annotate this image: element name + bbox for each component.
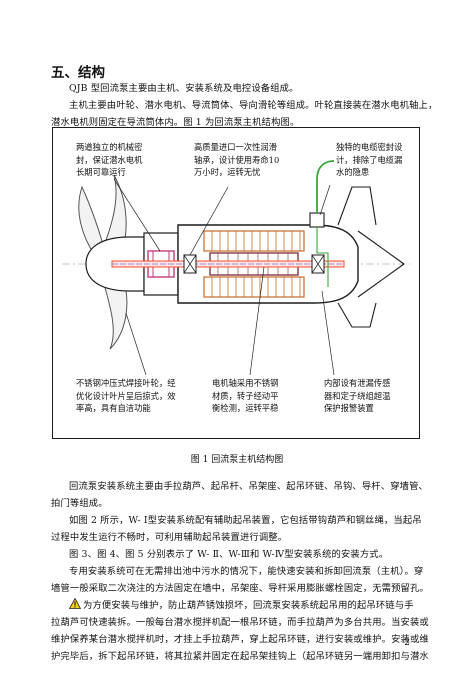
pump-structure-drawing <box>52 127 420 439</box>
body-line: 过程中发生运行不畅时，可利用辅助起吊装置进行调整。 <box>51 532 288 543</box>
impeller-blade-upper <box>101 174 127 254</box>
section-heading: 五、结构 <box>51 65 105 81</box>
intro-line: 主机主要由叶轮、潜水电机、导流筒体、导向滑轮等组成。叶轮直接装在潜水电机轴上， <box>69 100 438 111</box>
body-line: 专用安装系统可在无需排出池中污水的情况下，能快速安装和拆卸回流泵（主机）。穿 <box>69 566 424 577</box>
figure-caption: 图 1 回流泵主机结构图 <box>190 455 284 465</box>
intro-paragraph: QJB 型回流泵主要由主机、安装系统及电控设备组成。 主机主要由叶轮、潜水电机、… <box>51 80 437 131</box>
annotation-mechanical-seal: 两道独立的机械密 封，保证潜水电机 长期可靠运行 <box>76 142 143 177</box>
body-line: 维护保养某台潜水搅拌机时，才挂上手拉葫芦，穿上起吊环链，进行安装或维护。安装或维 <box>51 634 429 645</box>
guide-rail <box>357 230 405 265</box>
body-line: 拉葫芦可快速装拆。一般每台潜水搅拌机配一根吊环链，而手拉葫芦为多台共用。当安装或 <box>51 617 429 628</box>
guide-bracket <box>337 186 377 226</box>
annotation-bearing: 高质量进口一次性润滑 轴承，设计使用寿命10 万小时，运转无忧 <box>194 142 280 177</box>
cable-inner <box>316 227 329 287</box>
body-line: 如图 2 所示，W- Ⅰ型安装系统配有辅助起吊装置，它包括带钩葫芦和钢丝绳，当起… <box>69 515 422 526</box>
install-paragraphs: 回流泵安装系统主要由手拉葫芦、起吊杆、吊架座、起吊环链、吊钩、导杆、穿墙管、 拍… <box>51 478 429 665</box>
stator-winding-upper <box>203 230 305 252</box>
annotation-motor-shaft: 电机轴采用不锈钢 材质，转子经动平 衡检测，运转平稳 <box>212 378 279 413</box>
guide-bracket-lower <box>337 302 377 328</box>
annotation-cable-seal: 独特的电缆密封设 计，排除了电缆漏 水的隐患 <box>336 142 403 177</box>
cable-gland <box>309 212 325 228</box>
page-number: 2 <box>404 638 410 648</box>
body-line: 图 3、图 4、图 5 分别表示了 W- Ⅱ、W-Ⅲ和 W-Ⅳ型安装系统的安装方… <box>69 549 389 560</box>
guide-rail <box>357 263 405 298</box>
body-line: 拍门等组成。 <box>51 498 108 509</box>
body-line: 墙管一般采取二次浇注的方法固定在墙中，吊架座、导杆采用膨胀螺栓固定，无需预留孔。 <box>51 583 429 594</box>
pump-structure-figure: 两道独立的机械密 封，保证潜水电机 长期可靠运行 高质量进口一次性润滑 轴承，设… <box>52 127 420 439</box>
warning-line: 为方便安装与维护，防止葫芦锈蚀损坏，回流泵安装系统起吊用的起吊环链与手 <box>51 597 429 614</box>
stator-winding-lower <box>203 276 305 298</box>
impeller-blade-lower <box>101 274 128 350</box>
warning-text: 为方便安装与维护，防止葫芦锈蚀损坏，回流泵安装系统起吊用的起吊环链与手 <box>83 600 414 611</box>
annotation-leak-sensor: 内部设有泄漏传感 器和定子绕组超温 保护报警装置 <box>324 378 391 413</box>
warning-triangle-icon <box>68 597 82 609</box>
body-line: 护完毕后，拆下起吊环链，将其拉紧并固定在起吊架挂钩上（起吊环链另一端用卸扣与潜水 <box>51 651 429 662</box>
intro-line: QJB 型回流泵主要由主机、安装系统及电控设备组成。 <box>69 83 299 94</box>
cable <box>316 160 335 213</box>
body-line: 回流泵安装系统主要由手拉葫芦、起吊杆、吊架座、起吊环链、吊钩、导杆、穿墙管、 <box>69 481 428 492</box>
intro-line: 潜水电机则固定在导流筒体内。图 1 为回流泵主机结构图。 <box>51 117 300 128</box>
annotation-impeller: 不锈钢冲压式焊接叶轮，经 优化设计叶片呈后掠式，效 率高，具有自洁功能 <box>76 378 176 413</box>
